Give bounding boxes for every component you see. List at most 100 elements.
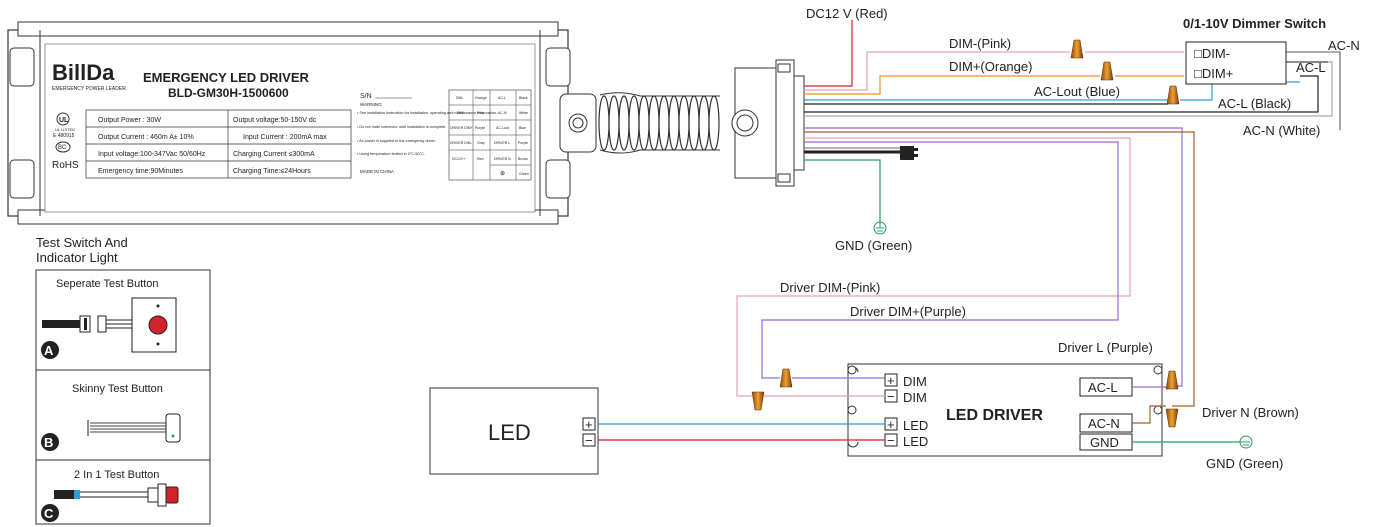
hose-coil (618, 95, 630, 151)
wire-table-cell: DRIVER N (494, 157, 511, 161)
terminal-label: GND (1090, 435, 1119, 450)
label-dim-minus-pink: DIM-(Pink) (949, 36, 1011, 51)
hose-coil (658, 95, 670, 151)
led-driver-terminal-dim-minus: − DIM (884, 389, 927, 405)
test-option-label: 2 In 1 Test Button (74, 469, 159, 481)
cert-file: E 480915 (53, 133, 75, 139)
led-terminal-minus (582, 433, 596, 447)
wire-table-cell: DRIVER L (494, 141, 510, 145)
test-option-label: Skinny Test Button (72, 383, 163, 395)
hose-coil (628, 95, 640, 151)
label-driver-n: Driver N (Brown) (1202, 405, 1299, 420)
wire-purple-driver-dim-plus (761, 141, 1119, 379)
wire-table-cell: DIM (457, 111, 464, 115)
terminal-label: LED (903, 418, 928, 433)
svg-text:−: − (585, 433, 593, 448)
wire-brown-driver-n (804, 131, 1195, 407)
wire-table-cell: DRIVER DIM+ (450, 126, 473, 130)
label-ac-l-black: AC-L (Black) (1218, 96, 1291, 111)
wire-green-gnd-top (804, 159, 881, 222)
test-option-label: Seperate Test Button (56, 278, 159, 290)
test-switch-heading: Test Switch And (36, 235, 128, 250)
wire-table-cell: Blue (519, 126, 526, 130)
hose-coil (688, 95, 700, 151)
option-letter: A (44, 343, 54, 358)
svg-text:+: + (887, 373, 895, 388)
spec-cell: Output Current : 460m A± 10% (98, 134, 194, 141)
dimmer-switch-box (1185, 41, 1287, 85)
plug-connector (900, 146, 914, 160)
wire-black-ac-l (804, 75, 1319, 113)
warning-line: • See installation instruction for insta… (357, 111, 497, 115)
label-driver-l: Driver L (Purple) (1058, 340, 1153, 355)
led-driver-terminal-dim-plus: + DIM (884, 373, 927, 389)
hose-coil (668, 95, 680, 151)
cert-ul: UL LISTED (55, 127, 75, 132)
wire-table-cell: ⊕ (500, 171, 505, 177)
wire-table-cell: White (519, 111, 528, 115)
spec-cell: Charging Current ≤300mA (233, 151, 315, 158)
separate-test-button-icon (42, 297, 177, 353)
label-ac-lout-blue: AC-Lout (Blue) (1034, 84, 1120, 99)
option-letter: C (44, 506, 54, 521)
brand-logo: BillDa (52, 60, 115, 85)
dimmer-title: 0/1-10V Dimmer Switch (1183, 16, 1326, 31)
option-c-badge (41, 504, 59, 522)
label-dc12v: DC12 V (Red) (806, 6, 888, 21)
wire-table-cell: DRIVER DIM- (450, 141, 473, 145)
svg-text:−: − (887, 433, 895, 448)
hose-coil (678, 95, 690, 151)
cert-bc: BC (58, 145, 67, 151)
wire-nut (751, 39, 1180, 428)
wire-table-cell: AC-Lout (496, 126, 509, 130)
wire-table-cell: Purple (518, 141, 528, 145)
spec-table (85, 109, 352, 179)
spec-cell: Input Current : 200mA max (243, 134, 327, 141)
hose-coil (708, 95, 720, 151)
wire-table-cell: DC12V+ (452, 157, 465, 161)
spec-cell: Emergency time:90Minutes (98, 168, 183, 175)
wire-bundle (736, 20, 1341, 407)
label-gnd-green-bottom: GND (Green) (1206, 456, 1283, 471)
warning-line: • Ac power is supplied to the emergency … (357, 139, 436, 143)
led-box (429, 387, 599, 475)
wire-table-cell: Gray (477, 141, 485, 145)
warning-line: • Do not mate connector until installati… (357, 125, 446, 129)
made-in: MADE IN CHINA (360, 169, 394, 174)
flex-conduit (559, 59, 805, 187)
svg-text:−: − (887, 389, 895, 404)
terminal-label: DIM (903, 390, 927, 405)
wire-table-cell: Purple (475, 126, 485, 130)
hose-coil (638, 95, 650, 151)
sn-label: S/N (360, 93, 372, 100)
wire-table-cell: Orange (475, 96, 487, 100)
wire-color-table (448, 89, 532, 181)
cert-rohs: RoHS (52, 160, 79, 171)
led-driver-terminal-led-minus: − LED (884, 433, 928, 449)
wire-table-cell: Brown (518, 157, 528, 161)
emergency-driver-housing (7, 21, 571, 225)
spec-cell: Input voltage:100-347Vac 50/60Hz (98, 151, 206, 158)
terminal-label: LED (903, 434, 928, 449)
label-driver-dim-minus: Driver DIM-(Pink) (780, 280, 880, 295)
option-b-badge (41, 433, 59, 451)
wire-table-cell: DIM- (456, 96, 464, 100)
dimmer-dim-minus: □DIM- (1194, 46, 1230, 61)
wire-orange-dim-plus (804, 75, 1100, 95)
spec-cell: Charging Time:≤24Hours (233, 168, 311, 175)
terminal-label: AC-L (1088, 380, 1118, 395)
dimmer-ac-l: AC-L (1296, 60, 1326, 75)
spec-cell: Output Power : 30W (98, 117, 161, 124)
two-in-one-test-button-icon (54, 483, 179, 507)
wire-red-dc12v (804, 20, 853, 87)
cert-marks: UL UL LISTED E 480915 BC RoHS (52, 112, 79, 171)
led-driver-terminal-led-plus: + LED (884, 417, 928, 433)
wire-table-cell: Pink (477, 111, 484, 115)
wire-table-cell: Green (519, 172, 529, 176)
terminal-label: DIM (903, 374, 927, 389)
warning-line: • Using temperature limited in 0°C-50°C. (357, 152, 425, 156)
warning-title: WARNING (360, 102, 382, 107)
svg-text:+: + (585, 417, 593, 432)
hose-coil (608, 95, 620, 151)
